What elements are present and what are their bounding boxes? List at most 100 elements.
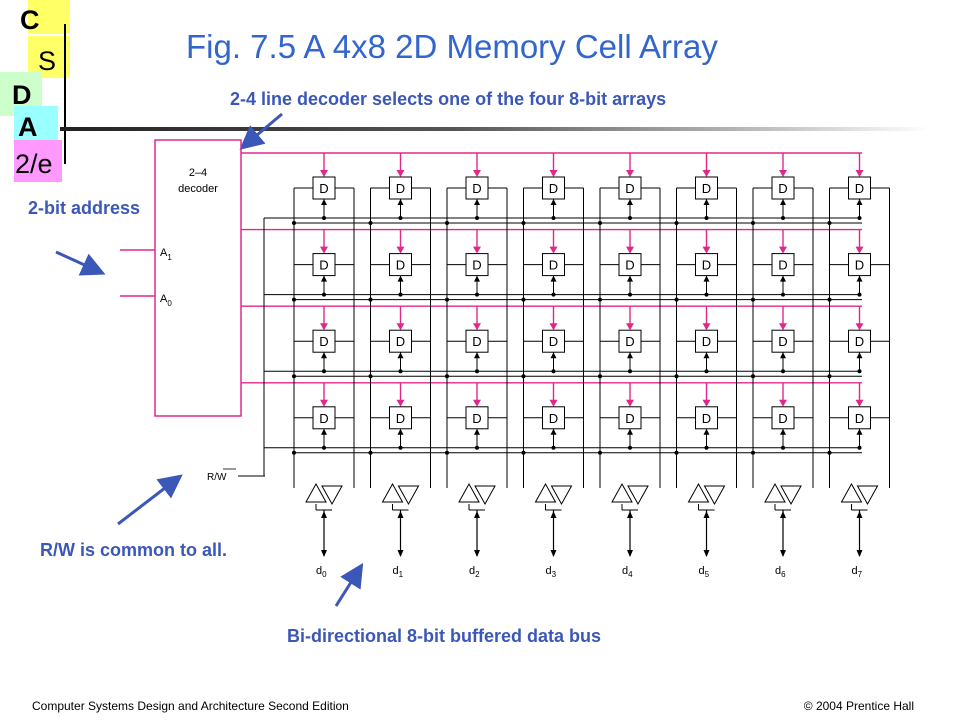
memory-cell-label: D — [702, 334, 711, 349]
memory-cell-label: D — [855, 181, 864, 196]
select-arrowhead — [702, 323, 711, 331]
junction-dot — [445, 221, 449, 225]
memory-cell-label: D — [778, 258, 787, 273]
data-line-label: d4 — [622, 565, 633, 579]
footer-right: © 2004 Prentice Hall — [803, 699, 914, 713]
data-line-label: d5 — [699, 565, 710, 579]
memory-cell-label: D — [702, 411, 711, 426]
junction-dot — [598, 374, 602, 379]
junction-dot — [521, 297, 526, 302]
rw-note: R/W is common to all. — [40, 540, 228, 560]
input-buffer — [381, 482, 404, 503]
junction-dot — [551, 445, 556, 450]
data-arrowhead-up — [474, 511, 480, 518]
memory-cell-label: D — [396, 334, 405, 349]
cell-enable-arrowhead — [780, 199, 786, 205]
logo-letter-c: C — [20, 5, 40, 35]
data-line-label: d0 — [316, 565, 327, 579]
junction-dot — [704, 445, 709, 450]
logo-letter-s: S — [38, 46, 57, 76]
select-arrowhead — [626, 399, 634, 407]
logo-box-a — [14, 106, 58, 146]
cell-enable-arrowhead — [474, 428, 480, 435]
logo-box-c — [28, 0, 70, 34]
select-arrowhead — [473, 246, 481, 254]
junction-dot — [368, 450, 373, 455]
select-arrowhead — [396, 399, 405, 407]
junction-dot — [398, 445, 403, 450]
logo-letter-d: D — [12, 80, 32, 110]
cell-enable-arrowhead — [627, 428, 633, 435]
input-buffer — [687, 482, 710, 503]
data-arrowhead-up — [703, 511, 710, 518]
logo-letter-2e: 2/e — [15, 149, 53, 179]
header-rule — [60, 127, 930, 131]
memory-cell-label: D — [625, 181, 634, 196]
memory-cell-label: D — [625, 258, 634, 273]
data-line-label: d6 — [775, 565, 786, 579]
memory-cell-label: D — [855, 334, 864, 349]
junction-dot — [475, 369, 479, 374]
junction-dot — [704, 292, 709, 297]
select-arrowhead — [855, 323, 864, 331]
cell-enable-arrowhead — [321, 199, 327, 205]
memory-cell-label: D — [396, 258, 405, 273]
memory-cell-label: D — [472, 334, 481, 349]
junction-dot — [751, 297, 755, 302]
junction-dot — [322, 369, 326, 374]
select-arrowhead — [320, 323, 328, 331]
data-arrowhead-down — [627, 550, 633, 557]
junction-dot — [551, 216, 556, 220]
memory-cell-label: D — [396, 181, 405, 196]
junction-dot — [521, 450, 526, 455]
junction-dot — [781, 292, 785, 297]
select-arrowhead — [779, 170, 787, 177]
memory-cell-label: D — [855, 258, 864, 273]
data-arrowhead-up — [321, 511, 327, 518]
cell-enable-arrowhead — [703, 352, 710, 359]
junction-dot — [551, 369, 556, 374]
junction-dot — [857, 216, 862, 220]
junction-dot — [398, 292, 403, 297]
junction-dot — [598, 297, 602, 302]
logo-box-2e — [14, 140, 62, 182]
junction-dot — [781, 445, 785, 450]
junction-dot — [292, 297, 296, 302]
junction-dot — [445, 297, 449, 302]
data-arrowhead-up — [550, 511, 557, 518]
output-buffer — [627, 485, 649, 506]
junction-dot — [398, 216, 403, 220]
bus-note-arrow — [334, 562, 364, 607]
data-arrowhead-down — [780, 550, 786, 557]
cell-enable-arrowhead — [550, 199, 557, 205]
junction-dot — [704, 369, 709, 374]
output-buffer — [780, 485, 802, 506]
decoder-label-line2: decoder — [178, 183, 218, 195]
memory-cell-label: D — [702, 181, 711, 196]
memory-cell-label: D — [702, 258, 711, 273]
select-arrowhead — [779, 399, 787, 407]
select-arrowhead — [626, 323, 634, 331]
input-buffer — [458, 482, 480, 503]
data-arrowhead-up — [856, 511, 863, 518]
memory-cell-label: D — [625, 411, 634, 426]
cell-enable-arrowhead — [321, 428, 327, 435]
junction-dot — [368, 297, 373, 302]
junction-dot — [751, 374, 755, 379]
select-arrowhead — [320, 399, 328, 407]
junction-dot — [827, 221, 832, 225]
cell-enable-arrowhead — [474, 199, 480, 205]
data-arrowhead-up — [780, 511, 786, 518]
select-arrowhead — [855, 246, 864, 254]
input-buffer — [764, 482, 786, 503]
junction-dot — [674, 450, 679, 455]
junction-dot — [322, 292, 326, 297]
select-arrowhead — [320, 246, 328, 254]
junction-dot — [398, 369, 403, 374]
junction-dot — [322, 445, 326, 450]
input-a0-label: A0 — [160, 293, 172, 308]
rw-note-arrow — [117, 474, 183, 526]
select-arrowhead — [473, 399, 481, 407]
decoder-note: 2-4 line decoder selects one of the four… — [230, 89, 667, 109]
